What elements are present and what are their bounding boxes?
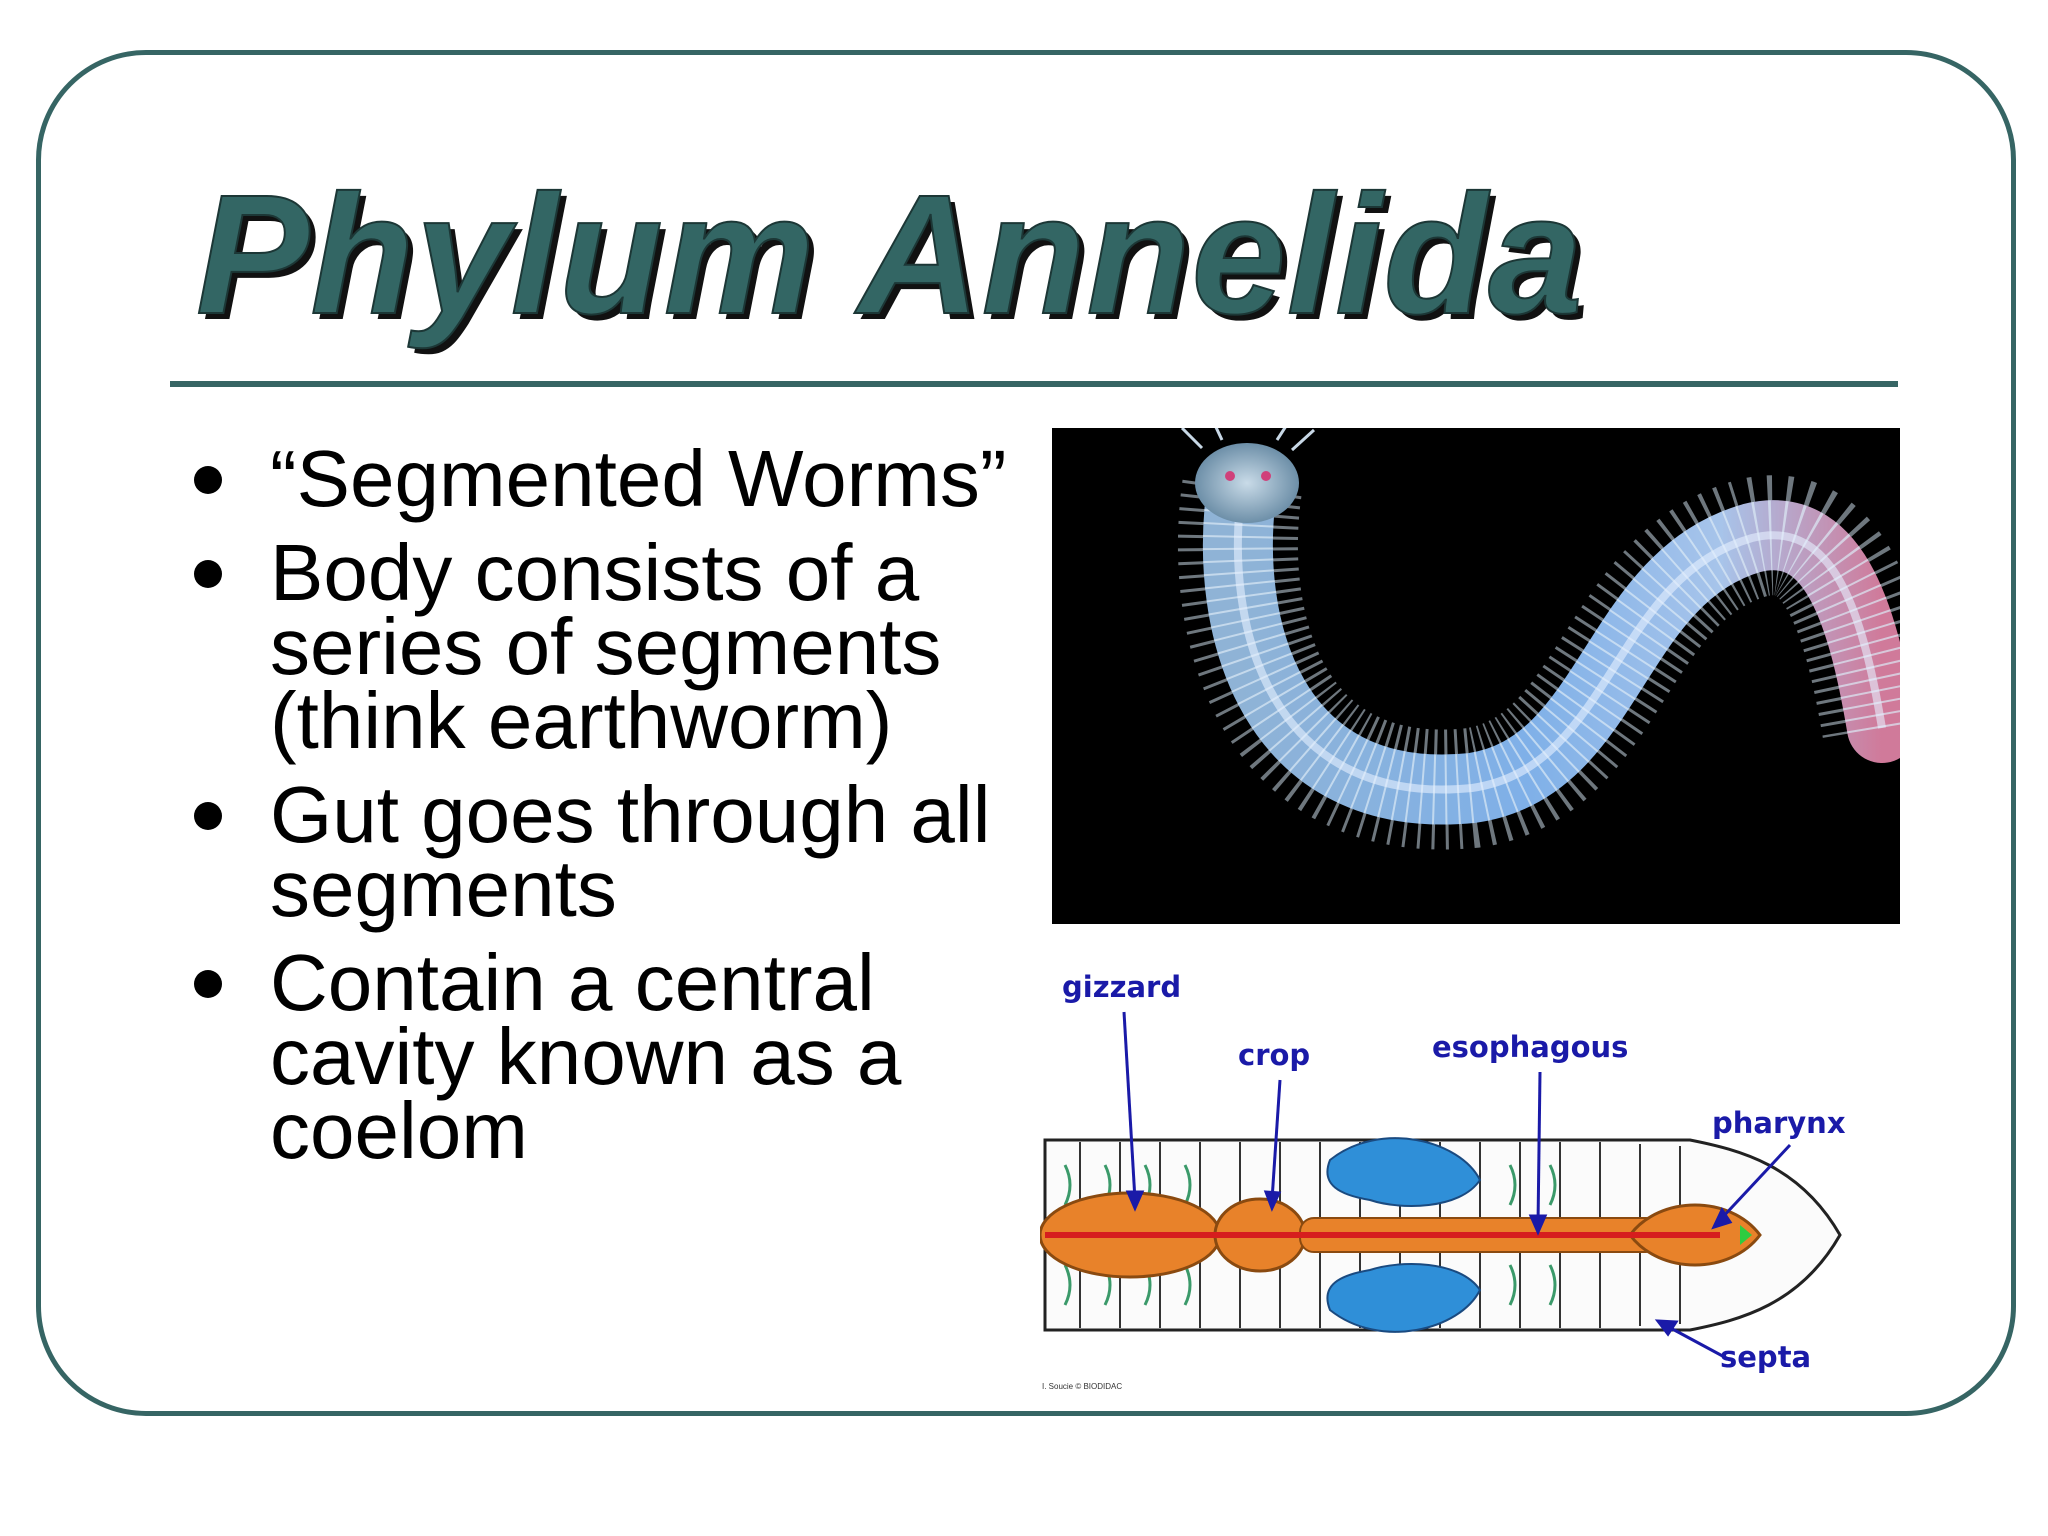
earthworm-anatomy-diagram: gizzard crop esophagous pharynx septa I.… (1038, 950, 1900, 1391)
bullet-text: Gut goes through all segments (270, 770, 991, 933)
bullet-dot-icon (194, 560, 222, 588)
title-divider (170, 381, 1898, 387)
bristle-worm-photo (1052, 422, 1942, 924)
label-crop: crop (1238, 1038, 1311, 1072)
bullet-item: Contain a central cavity known as a coel… (190, 943, 1010, 1171)
bullet-dot-icon (194, 802, 222, 830)
label-septa: septa (1720, 1340, 1812, 1374)
slide-title: Phylum Annelida (195, 160, 1584, 350)
label-gizzard: gizzard (1062, 970, 1182, 1004)
bullet-item: Body consists of a series of segments (t… (190, 533, 1010, 761)
bullet-dot-icon (194, 466, 222, 494)
bullet-dot-icon (194, 970, 222, 998)
image-credit: I. Soucie © BIODIDAC (1042, 1382, 1123, 1391)
earthworm-gut-illustration (1038, 1011, 1842, 1362)
bullet-text: “Segmented Worms” (270, 434, 1007, 523)
bullet-item: “Segmented Worms” (190, 439, 1010, 519)
bullet-text: Body consists of a series of segments (t… (270, 528, 942, 765)
bullet-item: Gut goes through all segments (190, 775, 1010, 929)
label-pharynx: pharynx (1712, 1106, 1846, 1140)
label-esophagous: esophagous (1432, 1030, 1629, 1064)
bullet-list: “Segmented Worms” Body consists of a ser… (190, 439, 1010, 1188)
bristle-worm-illustration (1052, 422, 1942, 924)
bullet-text: Contain a central cavity known as a coel… (270, 938, 902, 1175)
